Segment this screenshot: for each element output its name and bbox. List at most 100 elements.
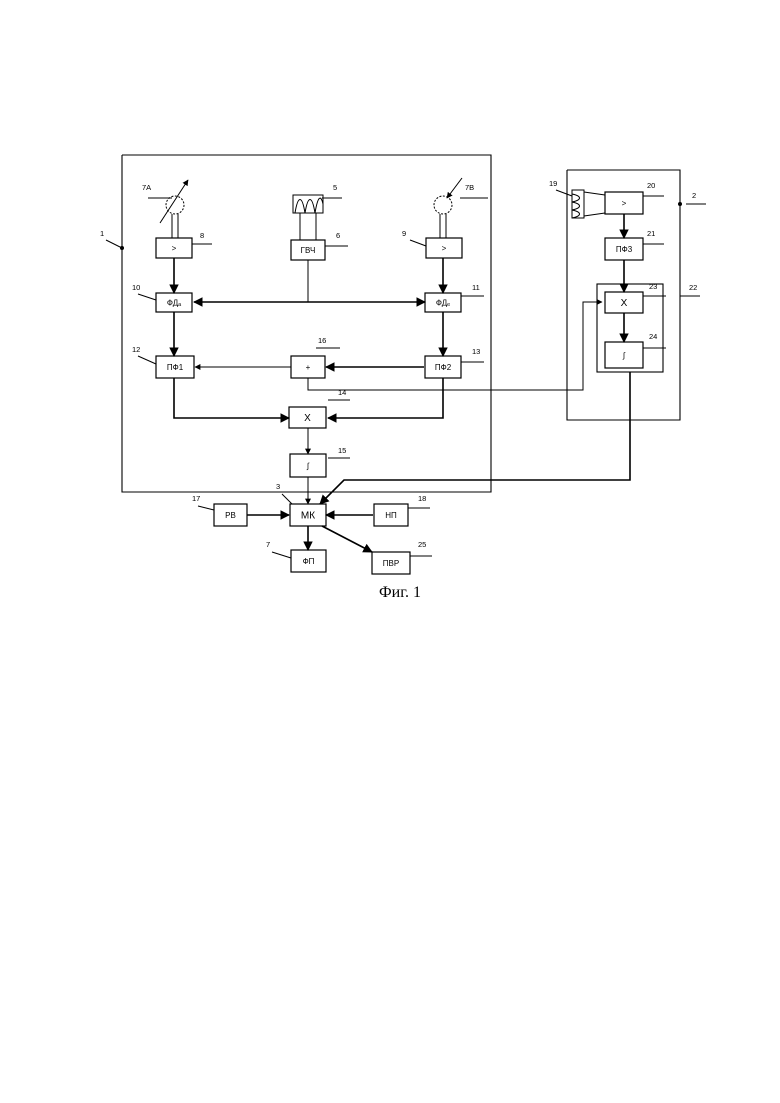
- wire-3-25: [322, 526, 372, 552]
- generator-coil-5: [293, 195, 323, 240]
- block-14: X: [289, 407, 326, 428]
- figure-caption: Фиг. 1: [0, 584, 780, 602]
- ref-7A: 7А: [142, 183, 172, 198]
- block-8-label: >: [172, 244, 177, 253]
- ref-8-label: 8: [200, 231, 204, 240]
- block-20-label: >: [622, 199, 627, 208]
- ref-25-label: 25: [418, 540, 426, 549]
- ref-19-label: 19: [549, 179, 557, 188]
- ref-17-label: 17: [192, 494, 200, 503]
- ref-22: 22: [680, 283, 700, 296]
- block-13: ПФ2: [425, 356, 461, 378]
- block-15: ∫: [290, 454, 326, 477]
- block-14-label: X: [304, 413, 311, 424]
- ref-3-leader: [282, 494, 292, 504]
- frame-junction-dot: [678, 202, 682, 206]
- block-17: РВ: [214, 504, 247, 526]
- ref-15-label: 15: [338, 446, 346, 455]
- ref-1-leader: [106, 240, 122, 248]
- block-12-label: ПФ1: [167, 363, 184, 372]
- ref-9-label: 9: [402, 229, 406, 238]
- ref-8: 8: [192, 231, 212, 244]
- ref-15: 15: [328, 446, 350, 458]
- block-6-label: ГВЧ: [301, 246, 316, 255]
- ref-6-label: 6: [336, 231, 340, 240]
- ref-10-label: 10: [132, 283, 140, 292]
- ref-22-label: 22: [689, 283, 697, 292]
- block-12: ПФ1: [156, 356, 194, 378]
- block-18: НП: [374, 504, 408, 526]
- ref-7-leader: [272, 552, 291, 558]
- ref-3-label: 3: [276, 482, 280, 491]
- ref-12: 12: [132, 345, 156, 364]
- ref-20: 20: [643, 181, 664, 196]
- ref-18-label: 18: [418, 494, 426, 503]
- ref-18: 18: [408, 494, 430, 508]
- ref-2: 2: [686, 191, 706, 204]
- ref-13: 13: [461, 347, 484, 362]
- block-21: ПФ3: [605, 238, 643, 260]
- ref-20-label: 20: [647, 181, 655, 190]
- block-25-label: ПВР: [383, 559, 399, 568]
- block-16: +: [291, 356, 325, 378]
- block-21-label: ПФ3: [616, 245, 633, 254]
- block-24: ∫: [605, 342, 643, 368]
- block-17-label: РВ: [225, 511, 236, 520]
- ref-19: 19: [549, 179, 572, 196]
- frame-junction-dot: [120, 246, 124, 250]
- ref-1: 1: [100, 229, 122, 248]
- ref-16: 16: [316, 336, 340, 348]
- block-9-label: >: [442, 244, 447, 253]
- ref-12-label: 12: [132, 345, 140, 354]
- ref-11: 11: [461, 283, 484, 296]
- ref-9-leader: [410, 240, 426, 246]
- ref-23-label: 23: [649, 282, 657, 291]
- block-13-label: ПФ2: [435, 363, 452, 372]
- block-23-label: X: [621, 298, 628, 309]
- wire-24-3: [320, 372, 630, 504]
- ref-21: 21: [643, 229, 664, 244]
- ref-13-label: 13: [472, 347, 480, 356]
- ref-6: 6: [325, 231, 348, 246]
- antenna-7A: [160, 180, 188, 238]
- ref-25: 25: [410, 540, 432, 556]
- ref-7B-label: 7В: [465, 183, 474, 192]
- ref-14-label: 14: [338, 388, 346, 397]
- ref-17-leader: [198, 506, 214, 510]
- block-9: >: [426, 238, 462, 258]
- block-10-label: ФДₐ: [167, 299, 182, 308]
- block-18-label: НП: [385, 511, 397, 520]
- wire-12-14: [174, 378, 289, 418]
- block-3-label: МК: [301, 511, 315, 522]
- ref-5: 5: [322, 183, 342, 198]
- block-3: МК: [290, 504, 326, 526]
- block-7: ФП: [291, 550, 326, 572]
- ref-11-label: 11: [472, 283, 480, 292]
- ref-1-label: 1: [100, 229, 104, 238]
- block-11-label: ФДₑ: [436, 299, 450, 308]
- ref-17: 17: [192, 494, 214, 510]
- ref-3: 3: [276, 482, 292, 504]
- ref-7-label: 7: [266, 540, 270, 549]
- antenna-7B: [434, 178, 462, 238]
- block-7-label: ФП: [303, 557, 315, 566]
- ref-24-label: 24: [649, 332, 657, 341]
- ref-7A-label: 7А: [142, 183, 151, 192]
- block-20: >: [605, 192, 643, 214]
- ref-5-label: 5: [333, 183, 337, 192]
- block-16-label: +: [306, 363, 311, 372]
- block-23: X: [605, 292, 643, 313]
- ref-21-label: 21: [647, 229, 655, 238]
- ref-10-leader: [138, 294, 156, 300]
- block-25: ПВР: [372, 552, 410, 574]
- block-11: ФДₑ: [425, 293, 461, 312]
- ref-12-leader: [138, 356, 156, 364]
- ref-2-label: 2: [692, 191, 696, 200]
- ref-16-label: 16: [318, 336, 326, 345]
- block-6: ГВЧ: [291, 240, 325, 260]
- sensor-coil-19: [572, 190, 605, 218]
- ref-19-leader: [556, 190, 572, 196]
- ref-7: 7: [266, 540, 291, 558]
- wire-13-14: [328, 378, 443, 418]
